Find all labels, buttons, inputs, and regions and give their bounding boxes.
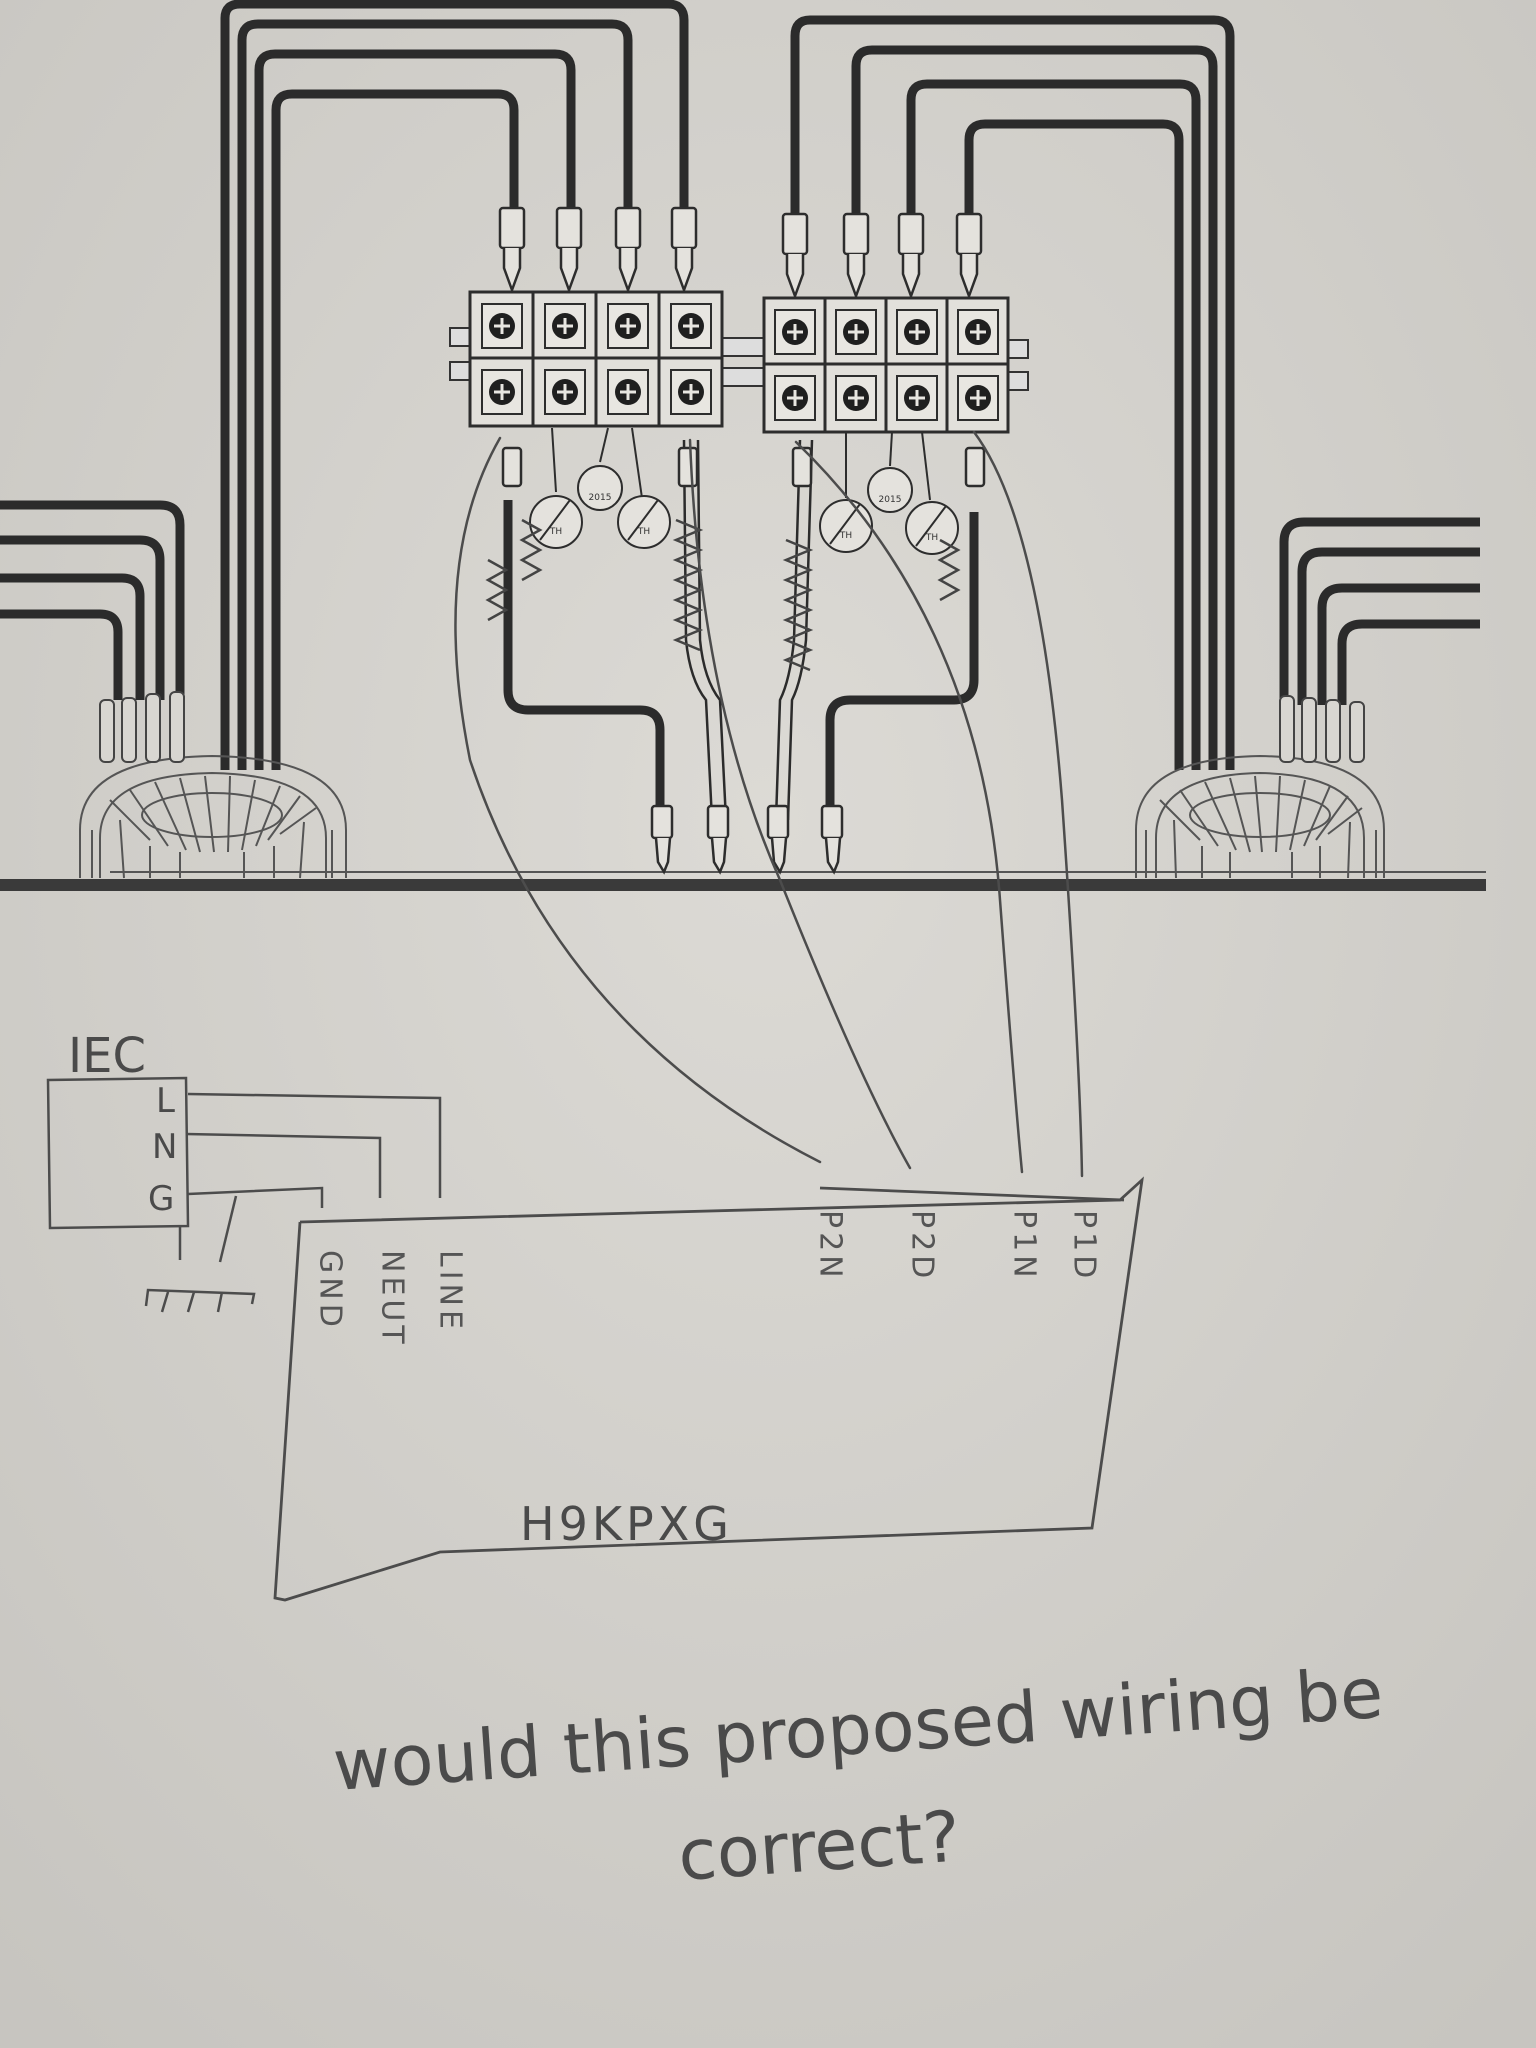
- board-name: H9KPXG: [520, 1497, 733, 1551]
- disc-label-1: 2015: [589, 493, 612, 503]
- left-terminal-block: [449, 290, 765, 428]
- thermistor-label-4: TH: [925, 533, 938, 543]
- component-labels: TH 2015 TH TH 2015 TH: [549, 493, 938, 543]
- bottom-spade-connectors: [501, 446, 986, 875]
- label-p2d: P2D: [905, 1210, 940, 1282]
- earth-ground-symbol: [144, 1288, 256, 1313]
- chassis-base-plate: [0, 871, 1486, 891]
- right-terminal-block: [762, 296, 1029, 434]
- iec-pin-n: N: [152, 1127, 177, 1167]
- pencil-proposed-wires: [454, 430, 1084, 1178]
- top-spade-connectors: [498, 206, 983, 300]
- iec-ground-wire: [187, 1186, 324, 1208]
- label-neut: NEUT: [375, 1250, 410, 1348]
- label-p1d: P1D: [1067, 1210, 1102, 1282]
- right-transformer-side-wires: [1279, 517, 1480, 705]
- left-transformer-side-wires: [0, 500, 185, 700]
- right-toroidal-transformer: [1135, 695, 1385, 879]
- thermistors-and-discs: [529, 427, 959, 555]
- board-secondary-labels: P2N P2D P1N P1D: [813, 1210, 1102, 1282]
- iec-inlet-box: [46, 1076, 190, 1230]
- label-line: LINE: [433, 1250, 468, 1333]
- left-transformer-primary-wires: [220, 0, 689, 770]
- left-toroidal-transformer: [79, 691, 347, 879]
- iec-pin-g: G: [148, 1179, 174, 1219]
- disc-label-2: 2015: [879, 495, 902, 505]
- iec-title: IEC: [68, 1028, 146, 1084]
- pencil-wire-p1d: [972, 430, 1084, 1178]
- board-outline: [273, 1176, 1144, 1602]
- iec-line-wire: [187, 1092, 442, 1198]
- thermistor-label-2: TH: [637, 527, 650, 537]
- twisted-wire-pairs: [485, 518, 961, 672]
- printed-insulated-wires: [682, 439, 814, 821]
- right-transformer-primary-wires: [790, 15, 1235, 770]
- pencil-wire-p2d: [688, 438, 912, 1170]
- iec-pin-l: L: [156, 1081, 175, 1121]
- iec-neutral-wire: [185, 1132, 382, 1198]
- pencil-wire-p2n: [454, 436, 822, 1164]
- ground-drop-2: [218, 1195, 238, 1263]
- pencil-wire-p1n: [794, 440, 1024, 1174]
- iec-labels: IEC L N G: [68, 1028, 177, 1219]
- iec-inlet-sketch: [46, 1076, 442, 1313]
- label-p1n: P1N: [1007, 1210, 1042, 1282]
- thermistor-label-3: TH: [839, 531, 852, 541]
- label-p2n: P2N: [813, 1210, 848, 1282]
- printed-secondary-output-wires: [503, 500, 979, 820]
- board-power-labels: GND NEUT LINE: [313, 1250, 468, 1348]
- label-gnd: GND: [313, 1250, 348, 1331]
- question-line-2: correct?: [675, 1795, 962, 1896]
- thermistor-label-1: TH: [549, 527, 562, 537]
